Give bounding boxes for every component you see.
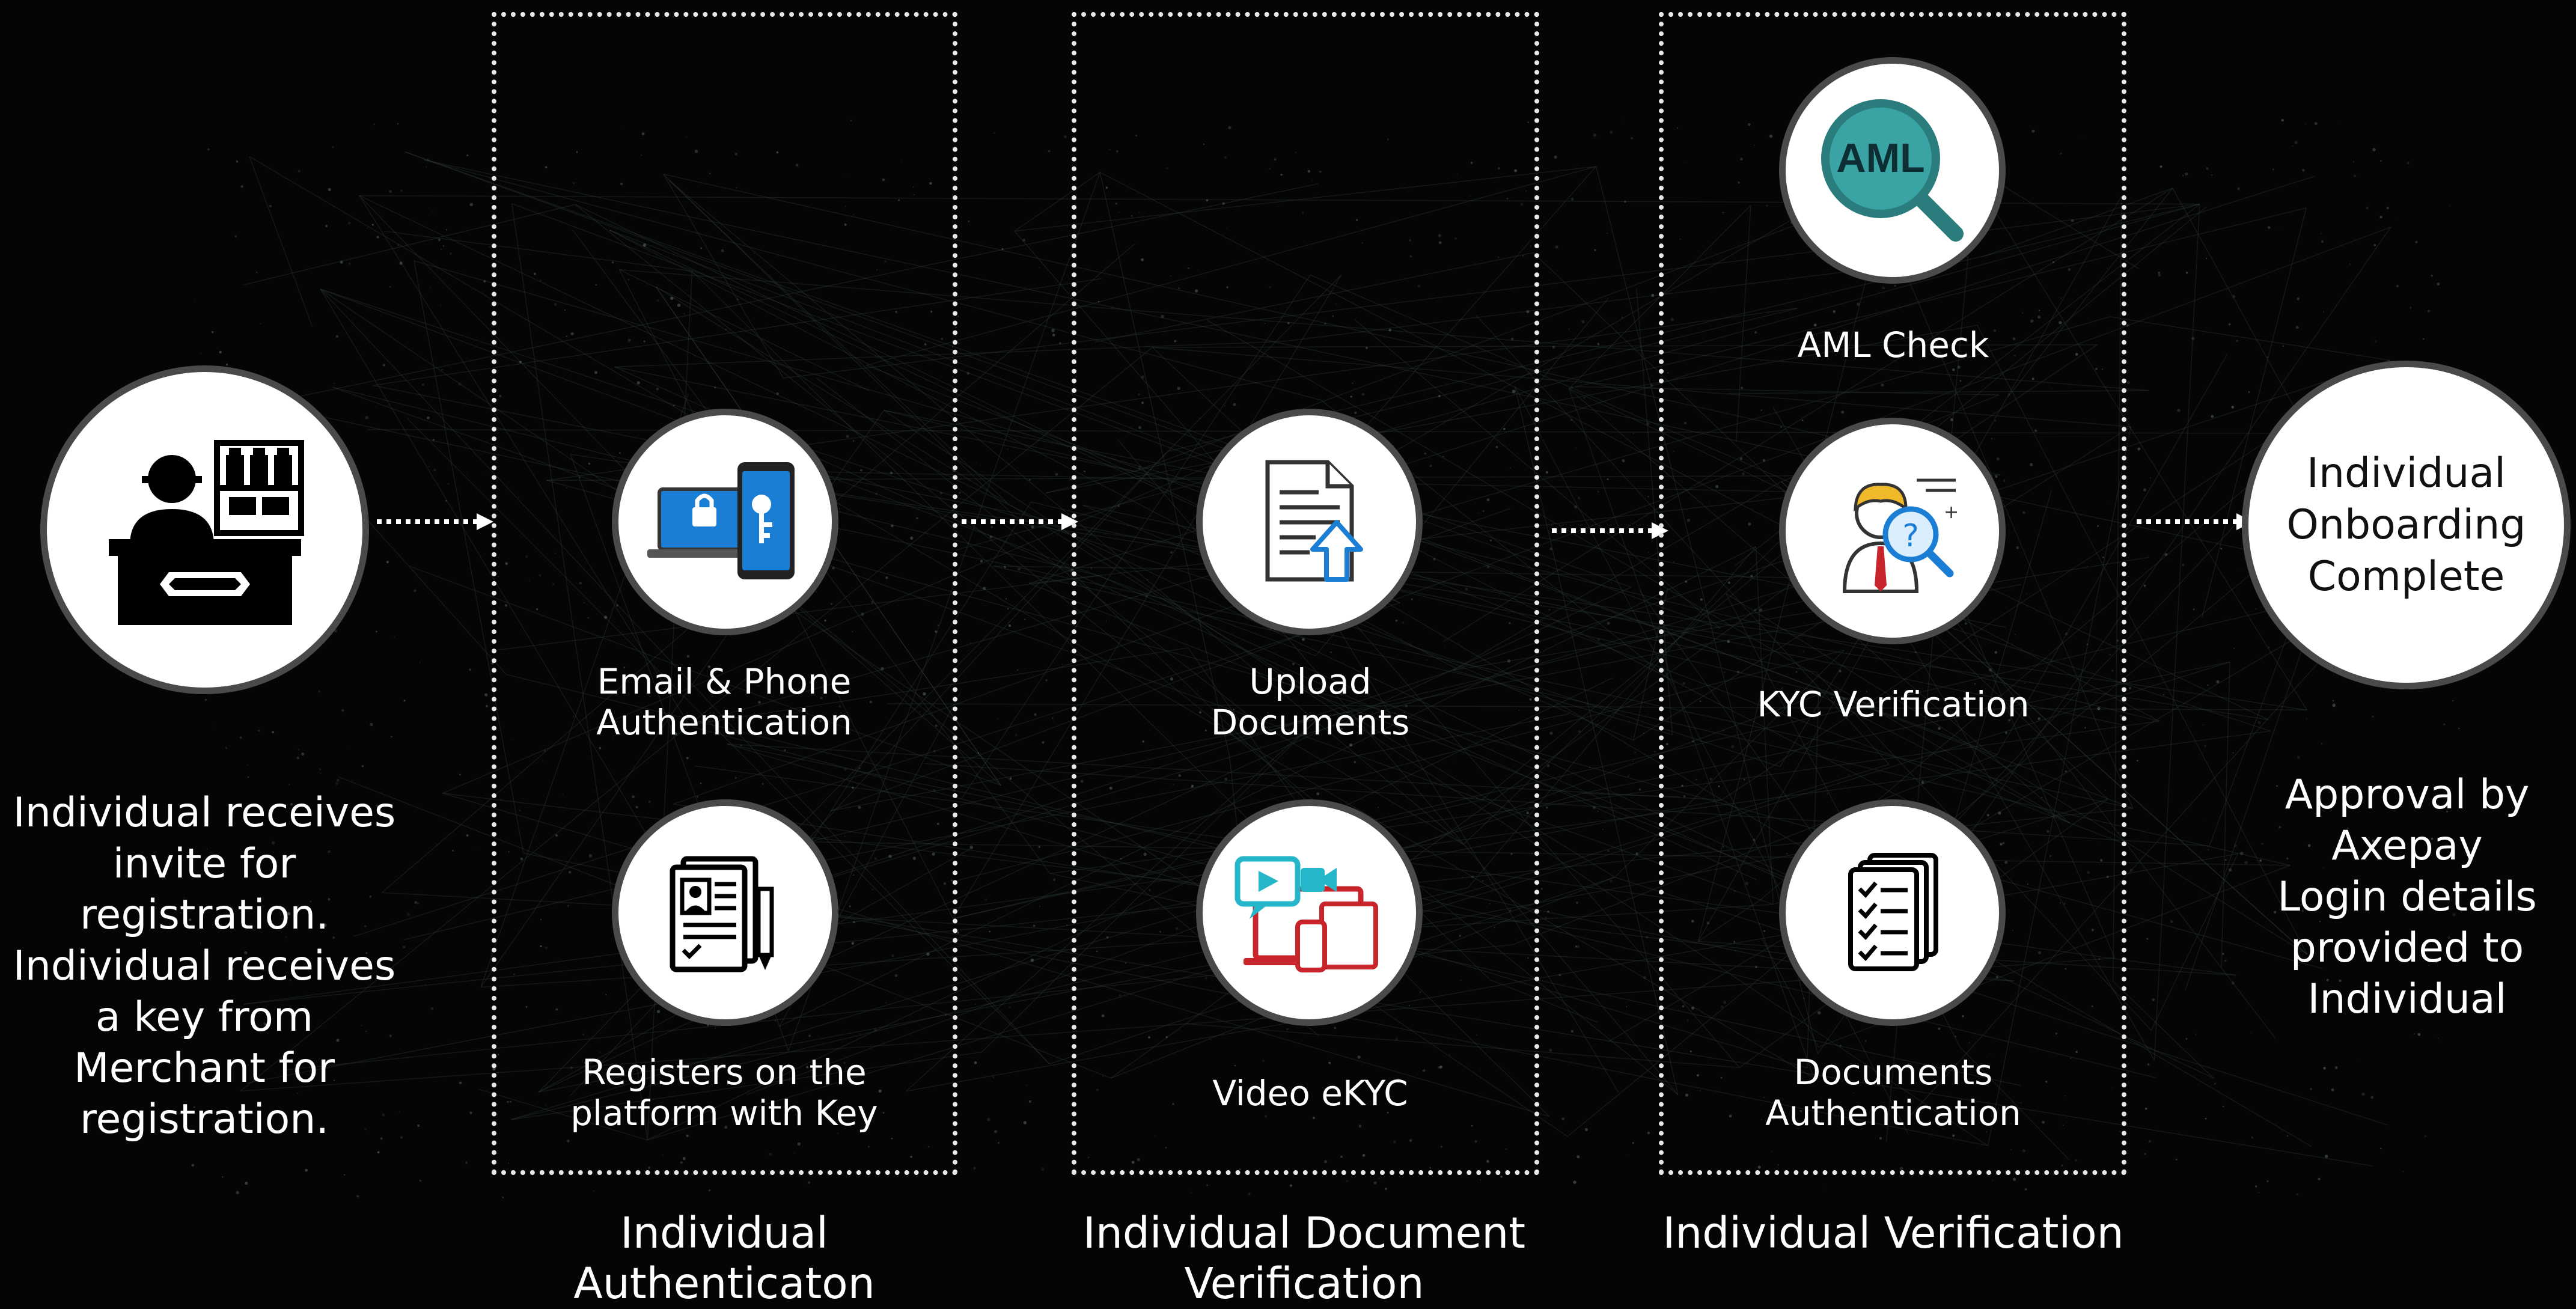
start-description: Individual receives invite for registrat…: [13, 789, 396, 1143]
step-documents-authentication-circle: [1779, 799, 2006, 1026]
laptop-phone-lock-icon: [647, 462, 795, 579]
onboarding-complete-circle: Individual Onboarding Complete: [2242, 361, 2571, 689]
document-checklist-icon: [1848, 852, 1938, 971]
aml-magnifier-icon: AML: [1821, 99, 1964, 242]
stage-caption-document-verification: Individual Document Verification: [1082, 1208, 1526, 1308]
step-video-ekyc-label: Video eKYC: [1212, 1073, 1408, 1114]
step-kyc-verification-circle: ? +: [1779, 418, 2006, 644]
flow-arrow-4: [2137, 513, 2253, 530]
step-aml-check-label: AML Check: [1797, 325, 1989, 365]
stage-box-document-verification: [1072, 12, 1539, 1175]
flow-arrow-2: [962, 513, 1078, 530]
step-register-key-circle: [612, 799, 838, 1026]
step-aml-check-circle: AML: [1779, 57, 2006, 284]
svg-text:?: ?: [1902, 518, 1919, 554]
step-email-phone-circle: [612, 409, 838, 635]
step-kyc-verification-label: KYC Verification: [1757, 684, 2030, 725]
merchant-counter-circle: [40, 365, 369, 694]
registration-form-icon: [670, 856, 774, 972]
stage-box-individual-verification: [1659, 12, 2126, 1175]
step-video-ekyc-circle: [1196, 799, 1423, 1026]
stage-caption-individual-verification: Individual Verification: [1662, 1208, 2124, 1258]
step-documents-authentication-label: Documents Authentication: [1765, 1052, 2021, 1134]
document-upload-icon: [1265, 460, 1363, 582]
video-call-devices-icon: [1235, 856, 1378, 972]
svg-text:+: +: [1944, 502, 1959, 523]
stage-box-authentication: [492, 12, 957, 1175]
merchant-counter-icon: [108, 439, 304, 625]
stage-caption-authentication: Individual Authenticaton: [573, 1208, 875, 1308]
step-upload-documents-label: Upload Documents: [1210, 661, 1410, 743]
flow-arrow-3: [1552, 522, 1668, 539]
step-upload-documents-circle: [1196, 409, 1423, 635]
kyc-person-magnifier-icon: ? +: [1842, 478, 1959, 593]
step-register-key-label: Registers on the platform with Key: [570, 1052, 878, 1134]
onboarding-complete-title: Individual Onboarding Complete: [2286, 449, 2526, 600]
aml-icon-text: AML: [1836, 135, 1924, 181]
flow-arrow-1: [377, 513, 493, 530]
step-email-phone-label: Email & Phone Authentication: [596, 661, 852, 743]
end-description: Approval by Axepay Login details provide…: [2277, 771, 2537, 1023]
